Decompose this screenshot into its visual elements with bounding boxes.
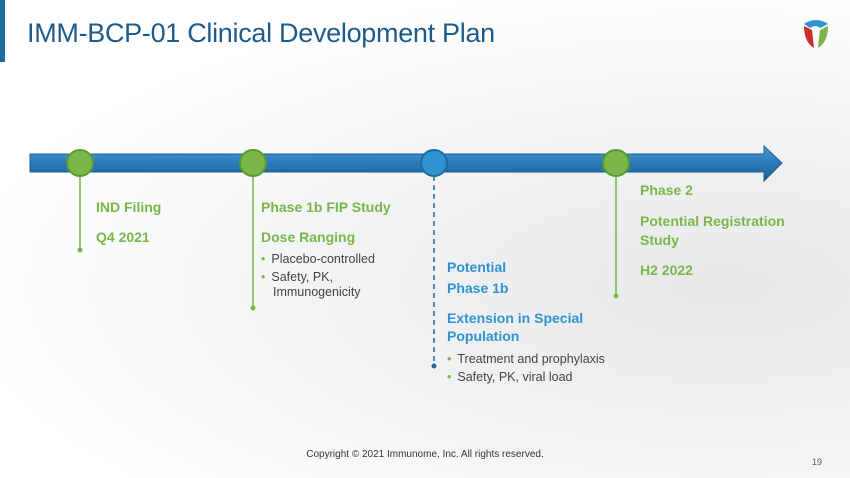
milestone-line: Population (447, 328, 520, 344)
milestone-marker (239, 149, 267, 177)
milestone-marker (602, 149, 630, 177)
immunome-logo-icon (804, 20, 828, 48)
milestone-line: Potential Registration (640, 213, 785, 229)
accent-bar (0, 0, 5, 62)
milestone-marker (66, 149, 94, 177)
milestone-marker (420, 149, 448, 177)
copyright: Copyright © 2021 Immunome, Inc. All righ… (306, 449, 544, 460)
milestone-line: H2 2022 (640, 262, 693, 278)
milestone-line: Phase 1b (447, 280, 509, 296)
page-number: 19 (812, 457, 823, 467)
milestone-line: Extension in Special (447, 310, 584, 326)
bullet-continuation: Immunogenicity (273, 285, 361, 299)
milestone-title: Phase 2 (640, 182, 693, 198)
timeline (29, 144, 783, 369)
timeline-arrow (29, 144, 783, 183)
milestone-title: Potential (447, 259, 507, 275)
milestone-line: Study (640, 232, 679, 248)
milestone-title: IND Filing (96, 199, 162, 215)
bullet: •Treatment and prophylaxis (447, 352, 605, 366)
bullet: •Safety, PK, (261, 270, 333, 284)
bullet: •Safety, PK, viral load (447, 370, 573, 384)
milestone-line: Dose Ranging (261, 229, 356, 245)
bullet: •Placebo-controlled (261, 252, 375, 266)
milestone-title: Phase 1b FIP Study (261, 199, 391, 215)
milestone-line: Q4 2021 (96, 229, 150, 245)
page-title: IMM-BCP-01 Clinical Development Plan (27, 18, 495, 48)
